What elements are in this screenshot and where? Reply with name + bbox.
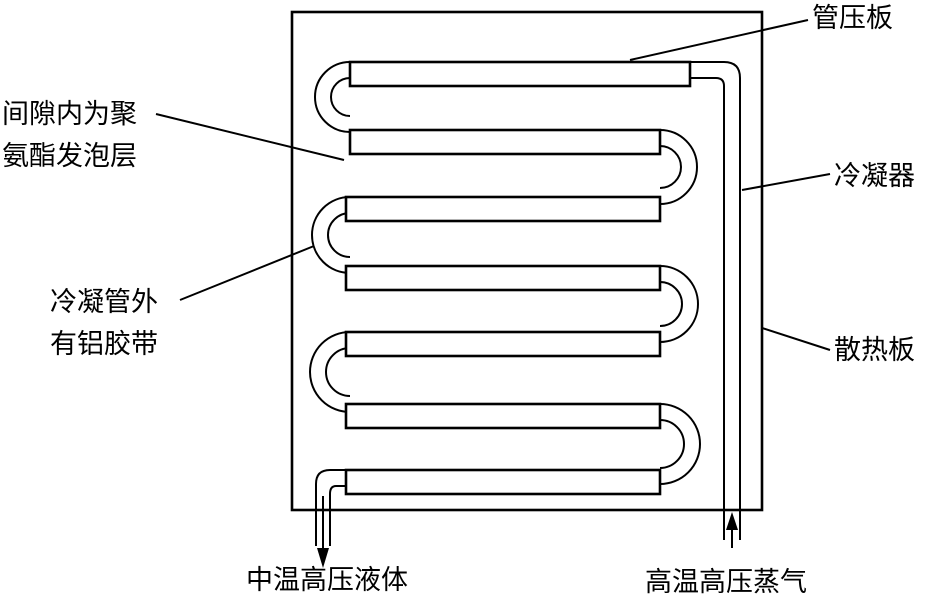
label-gap-foam-line2: 氨酯发泡层: [2, 141, 137, 172]
leader-tube-pressure-plate: [629, 19, 809, 61]
u-bend-left-2: [311, 196, 351, 274]
pressure-plate-3: [344, 195, 662, 223]
pressure-plate-5: [344, 330, 662, 358]
label-tube-pressure-plate: 管压板: [812, 3, 893, 34]
condenser-tube: [309, 60, 741, 546]
label-inlet-vapor: 高温高压蒸气: [645, 567, 807, 598]
u-bend-left-1: [314, 61, 351, 133]
leader-aluminum-tape: [179, 245, 315, 301]
pressure-plate-1: [348, 60, 692, 88]
inlet-pipe: [690, 61, 741, 540]
leader-gap-foam: [155, 113, 345, 161]
label-tape-line1: 冷凝管外: [50, 287, 158, 318]
u-bend-left-3: [309, 331, 351, 413]
heat-sink-plate: [290, 10, 764, 512]
pressure-plate-6: [344, 402, 662, 430]
u-bend-right-1: [659, 129, 698, 205]
pressure-plate-7: [344, 468, 662, 496]
leader-heat-sink-plate: [761, 327, 831, 351]
pressure-plate-4: [344, 264, 662, 292]
pressure-plate-2: [348, 128, 662, 156]
u-bend-right-3: [659, 403, 701, 485]
u-bend-right-2: [659, 265, 699, 343]
label-condenser: 冷凝器: [834, 161, 915, 192]
outlet-pipe: [315, 469, 346, 546]
label-gap-foam-line1: 间隙内为聚: [2, 99, 137, 130]
leader-condenser: [741, 173, 831, 191]
label-outlet-liquid: 中温高压液体: [246, 565, 408, 596]
label-heat-sink-plate: 散热板: [834, 335, 915, 366]
inlet-arrow: [726, 512, 738, 548]
outlet-arrow: [317, 496, 329, 568]
label-tape-line2: 有铝胶带: [50, 329, 158, 360]
